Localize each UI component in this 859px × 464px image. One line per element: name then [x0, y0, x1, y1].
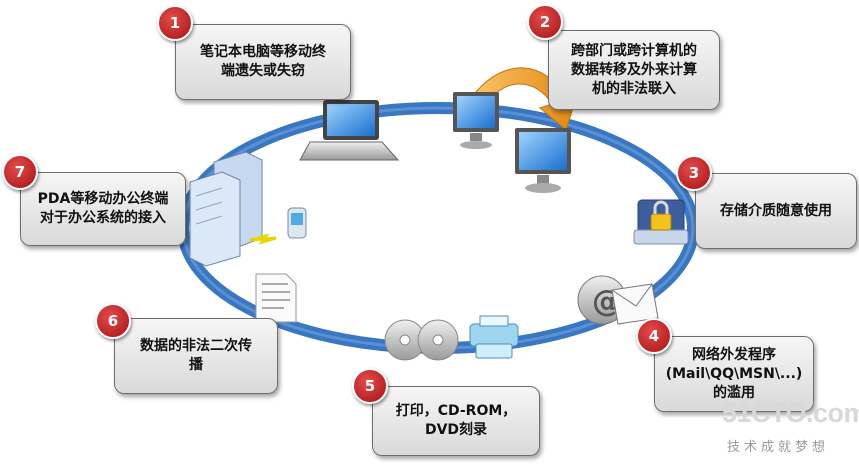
callout-5-text: 打印，CD-ROM， DVD刻录	[395, 403, 517, 438]
badge-2: 2	[527, 4, 563, 40]
watermark-logo: 51CTO.com	[722, 398, 859, 428]
callout-4: 网络外发程序 (Mail\QQ\MSN\...) 的滥用	[654, 336, 814, 412]
badge-3: 3	[676, 155, 712, 191]
callout-6-text: 数据的非法二次传 播	[140, 338, 252, 373]
badge-1: 1	[157, 5, 193, 41]
email-icon: @	[577, 275, 659, 325]
callout-7-text: PDA等移动办公终端 对于办公系统的接入	[37, 191, 169, 226]
callout-2-text: 跨部门或跨计算机的 数据转移及外来计算 机的非法联入	[571, 42, 697, 97]
callout-3: 存储介质随意使用	[695, 173, 857, 249]
callout-2: 跨部门或跨计算机的 数据转移及外来计算 机的非法联入	[548, 30, 720, 110]
laptop-icon	[299, 100, 400, 161]
document-icon	[255, 273, 297, 323]
printer-cd-icon	[384, 315, 519, 361]
callout-4-text: 网络外发程序 (Mail\QQ\MSN\...) 的滥用	[665, 346, 803, 401]
locked-drive-icon	[633, 199, 689, 245]
badge-6: 6	[95, 303, 131, 339]
desktop-computers-icon	[453, 67, 579, 193]
badge-5: 5	[352, 368, 388, 404]
server-pda-icon	[189, 151, 307, 267]
callout-3-text: 存储介质随意使用	[720, 202, 832, 219]
callout-5: 打印，CD-ROM， DVD刻录	[372, 386, 540, 456]
callout-1: 笔记本电脑等移动终 端遗失或失窃	[175, 24, 351, 100]
badge-7: 7	[2, 154, 38, 190]
callout-1-text: 笔记本电脑等移动终 端遗失或失窃	[200, 44, 326, 79]
callout-6: 数据的非法二次传 播	[114, 318, 278, 394]
watermark-slogan: 技术成就梦想	[727, 440, 830, 455]
badge-4: 4	[636, 318, 672, 354]
callout-7: PDA等移动办公终端 对于办公系统的接入	[20, 172, 186, 246]
